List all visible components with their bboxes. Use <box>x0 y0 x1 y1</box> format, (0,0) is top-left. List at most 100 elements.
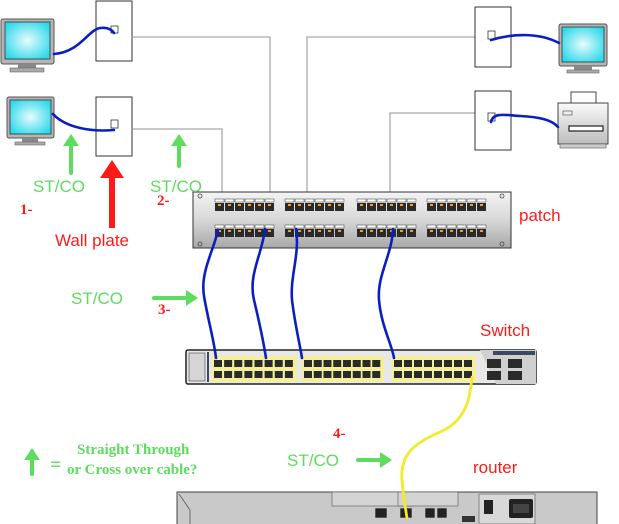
patch-port <box>245 229 254 237</box>
patch-port <box>315 203 324 211</box>
patch-port-label <box>294 224 305 229</box>
label-st-co-3: ST/CO <box>71 289 123 308</box>
patch-port-label <box>386 224 397 229</box>
patch-port <box>225 229 234 237</box>
switch-port <box>254 360 263 367</box>
switch-port <box>454 371 462 378</box>
patch-port <box>427 229 436 237</box>
switch-port <box>454 360 462 367</box>
patch-port <box>407 203 416 211</box>
patch-port <box>335 203 344 211</box>
patch-port-label <box>304 198 315 203</box>
switch-port <box>404 371 412 378</box>
patch-port <box>467 203 476 211</box>
patch-port-label <box>356 198 367 203</box>
patch-port-label <box>426 224 437 229</box>
patch-port <box>235 229 244 237</box>
patch-port <box>477 229 486 237</box>
switch-port <box>304 360 312 367</box>
step-2-label: 2- <box>157 193 170 209</box>
wall-plate-arrow-icon <box>100 160 124 228</box>
label-st-co-4: ST/CO <box>287 451 339 470</box>
patch-port <box>315 229 324 237</box>
patch-panel-label: patch <box>519 206 561 225</box>
patch-port-label <box>436 224 447 229</box>
patch-port <box>225 203 234 211</box>
switch-port <box>214 360 222 367</box>
patch-port <box>477 203 486 211</box>
switch-port <box>424 360 432 367</box>
patch-port-label <box>456 198 467 203</box>
router-label: router <box>473 458 518 477</box>
patch-port <box>377 203 386 211</box>
patch-port-label <box>446 198 457 203</box>
patch-port <box>305 229 314 237</box>
switch-port <box>434 360 442 367</box>
patch-port-label <box>234 198 245 203</box>
switch-uplink-port <box>487 359 501 368</box>
switch-port <box>234 360 243 367</box>
patch-port <box>265 229 274 237</box>
patch-port-label <box>224 198 235 203</box>
switch-port <box>333 360 342 367</box>
switch-port <box>313 360 322 367</box>
patch-cord-3 <box>489 33 561 45</box>
switch-port <box>244 371 253 378</box>
patch-port-label <box>254 224 265 229</box>
patch-port-label <box>214 224 225 229</box>
computer-2-icon <box>6 96 55 146</box>
switch-port <box>362 371 371 378</box>
switch-port <box>394 360 402 367</box>
switch-port <box>424 371 432 378</box>
indicator-arrows <box>24 134 392 476</box>
patch-port <box>255 203 264 211</box>
patch-port-label <box>314 198 325 203</box>
switch-port <box>414 371 422 378</box>
switch-port <box>264 371 273 378</box>
switch-port <box>464 371 472 378</box>
patch-port <box>407 229 416 237</box>
switch-port <box>352 371 361 378</box>
horizontal-cable-4 <box>389 112 475 192</box>
step-1-label: 1- <box>20 202 33 218</box>
patch-port <box>367 203 376 211</box>
switch-port <box>394 371 402 378</box>
patch-port <box>357 203 366 211</box>
horizontal-cable-3 <box>306 36 475 192</box>
patch-port-label <box>406 198 417 203</box>
switch-port <box>444 360 452 367</box>
patch-port-label <box>224 224 235 229</box>
switch-port <box>284 360 293 367</box>
patch-port-label <box>376 224 387 229</box>
patch-port <box>447 203 456 211</box>
patch-port-label <box>334 198 345 203</box>
patch-port-label <box>324 198 335 203</box>
switch-port-block <box>302 356 384 382</box>
patch-port <box>255 229 264 237</box>
panel-switch-cable-3 <box>290 227 304 360</box>
patch-port-label <box>396 224 407 229</box>
switch-label: Switch <box>480 321 531 340</box>
switch-port <box>362 360 371 367</box>
label-st-co-2: ST/CO <box>150 177 202 196</box>
patch-port-label <box>244 224 255 229</box>
patch-port-label <box>406 224 417 229</box>
patch-cord-4 <box>489 113 560 129</box>
switch-port <box>234 371 243 378</box>
step-4-label: 4- <box>333 426 346 442</box>
patch-port-label <box>294 198 305 203</box>
patch-port <box>325 229 334 237</box>
panel-switch-cable-4 <box>377 227 396 360</box>
switch-port <box>434 371 442 378</box>
switch-port <box>244 360 253 367</box>
patch-port-label <box>284 198 295 203</box>
patch-port <box>447 229 456 237</box>
patch-port <box>397 203 406 211</box>
switch-port <box>414 360 422 367</box>
patch-port <box>325 203 334 211</box>
router <box>176 491 598 524</box>
patch-port-label <box>284 224 295 229</box>
patch-port-label <box>476 198 487 203</box>
switch-port <box>274 360 283 367</box>
